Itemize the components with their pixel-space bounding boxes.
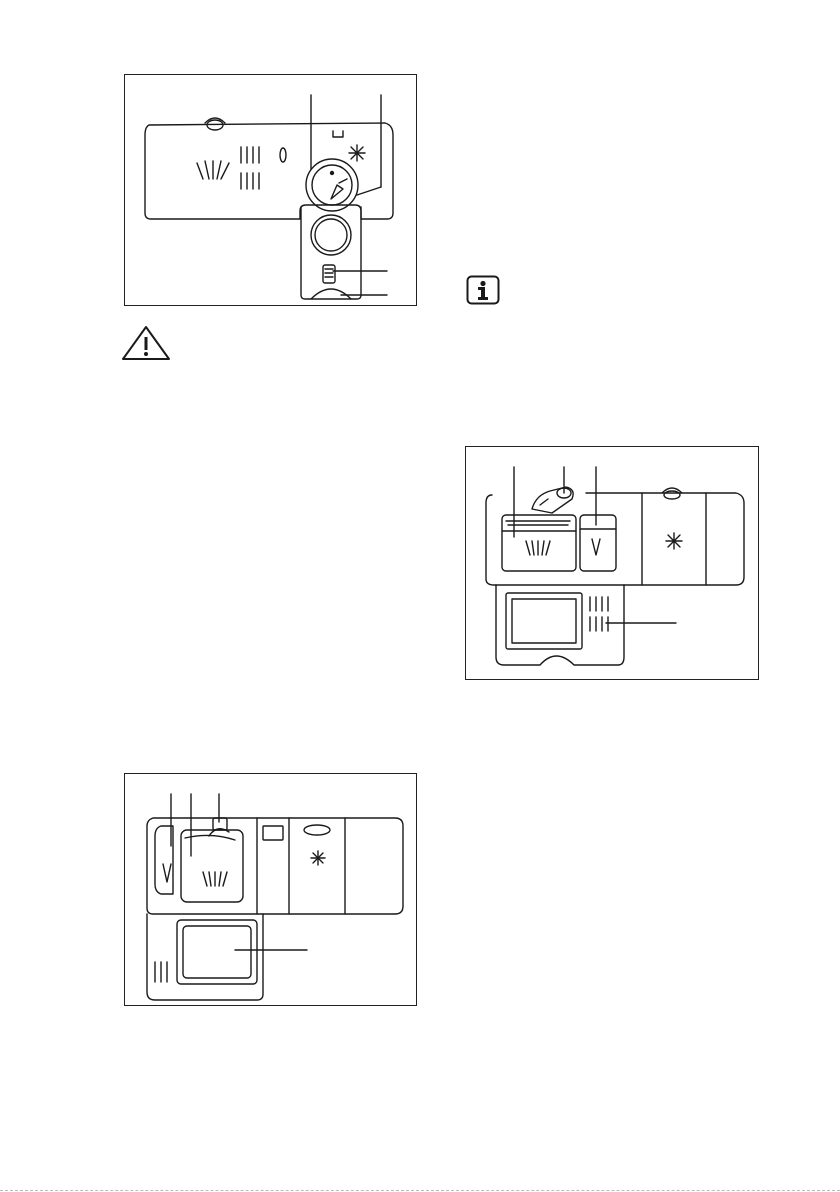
rinse-aid-symbol [666, 533, 682, 549]
lower-compartment [301, 207, 361, 299]
info-icon [466, 275, 500, 305]
figure-dispenser-rinse-left [124, 773, 417, 1006]
dispenser-rinse-left-drawing [125, 774, 418, 1007]
detergent-compartment [502, 515, 576, 571]
detergent-symbol [197, 161, 229, 179]
vent-slots [155, 962, 167, 982]
dispenser-housing [145, 123, 393, 219]
lower-lid [496, 585, 624, 665]
vent-slots [241, 147, 259, 189]
lid-release-lever [532, 487, 573, 513]
figure-dispenser-three-compartment [465, 446, 759, 680]
vent-slots [590, 597, 608, 631]
warning-icon [120, 324, 172, 362]
rinse-aid-symbol [349, 145, 365, 161]
lower-lid [147, 914, 263, 1000]
regulator-dial [306, 159, 358, 211]
dispenser-housing [147, 818, 403, 914]
figure-dispenser-regulator [124, 74, 417, 306]
dispenser-regulator-drawing [125, 75, 418, 307]
dispenser-three-compartment-drawing [466, 447, 760, 681]
rinse-aid-symbol [311, 851, 325, 865]
prewash-compartment [580, 515, 616, 571]
page-bottom-rule [0, 1190, 840, 1191]
